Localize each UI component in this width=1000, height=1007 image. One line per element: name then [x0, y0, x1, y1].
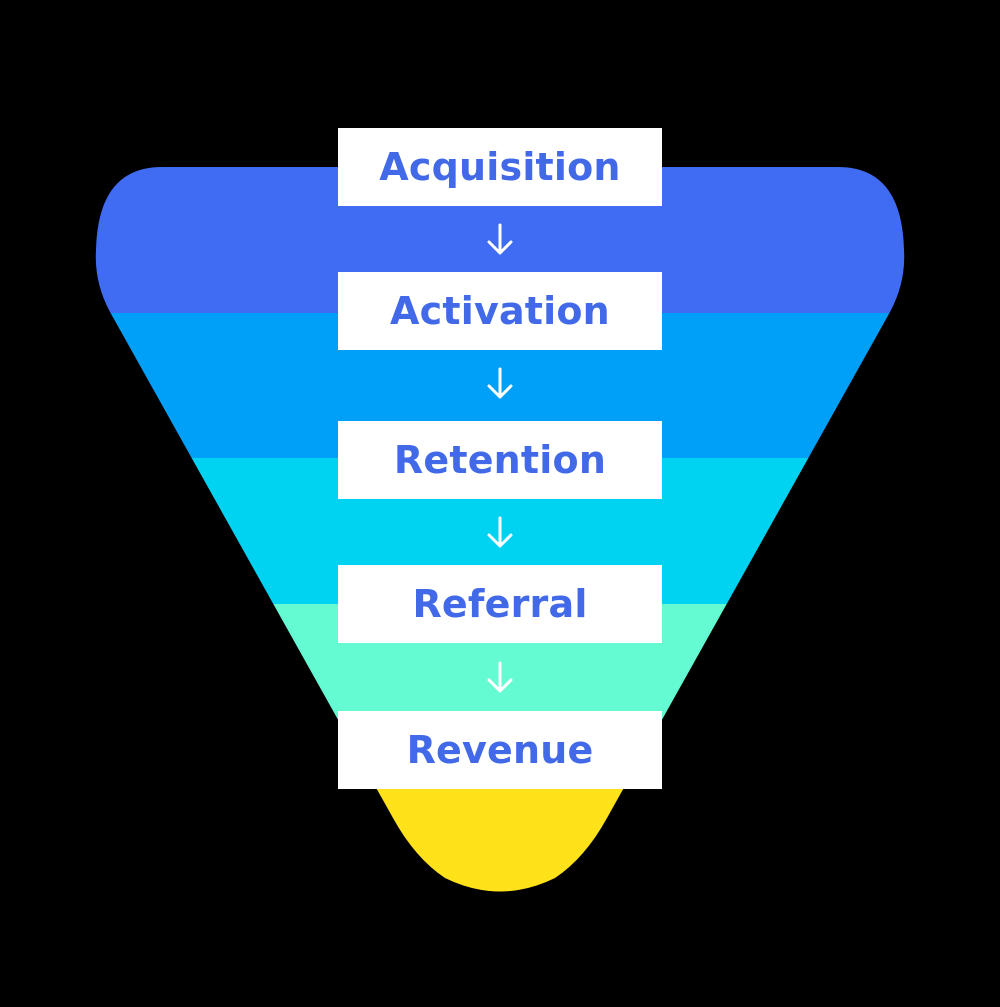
arrow-down-icon [487, 367, 513, 399]
stage-label: Retention [393, 438, 607, 482]
stage-activation: Activation [338, 272, 662, 350]
stage-retention: Retention [338, 421, 662, 499]
arrow-down-icon [487, 661, 513, 693]
stage-label: Activation [390, 289, 610, 333]
arrow-down-icon [487, 223, 513, 255]
stage-acquisition: Acquisition [338, 128, 662, 206]
stage-referral: Referral [338, 565, 662, 643]
stage-revenue: Revenue [338, 711, 662, 789]
arrow-down-icon [487, 516, 513, 548]
stage-label: Acquisition [379, 145, 621, 189]
stage-label: Revenue [406, 728, 594, 772]
stage-label: Referral [412, 582, 588, 626]
